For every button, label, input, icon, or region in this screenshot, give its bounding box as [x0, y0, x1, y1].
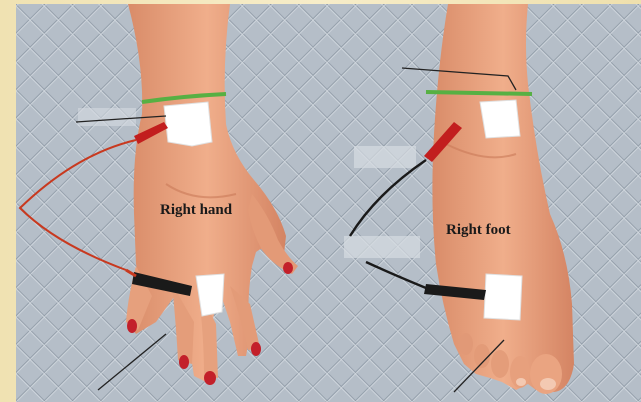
wrist-electrode [164, 102, 212, 146]
fingernail [127, 319, 137, 333]
blur-patch [344, 236, 420, 258]
foot-label: Right foot [446, 222, 511, 238]
blur-patch [78, 108, 136, 126]
toenail [540, 378, 556, 390]
fingernail [283, 262, 293, 274]
fingernail [251, 342, 261, 356]
toenail [516, 378, 526, 386]
fingernail [179, 355, 189, 369]
toe [459, 333, 473, 355]
foot-electrode [484, 274, 522, 320]
fingernail [204, 371, 216, 385]
toe [491, 350, 509, 378]
ankle-electrode [480, 100, 520, 138]
ankle-band [426, 92, 532, 94]
hand-label: Right hand [160, 202, 233, 218]
blur-patch [354, 146, 416, 168]
electrode-placement-illustration: Right hand Right foot [16, 4, 641, 402]
toe [474, 344, 490, 368]
